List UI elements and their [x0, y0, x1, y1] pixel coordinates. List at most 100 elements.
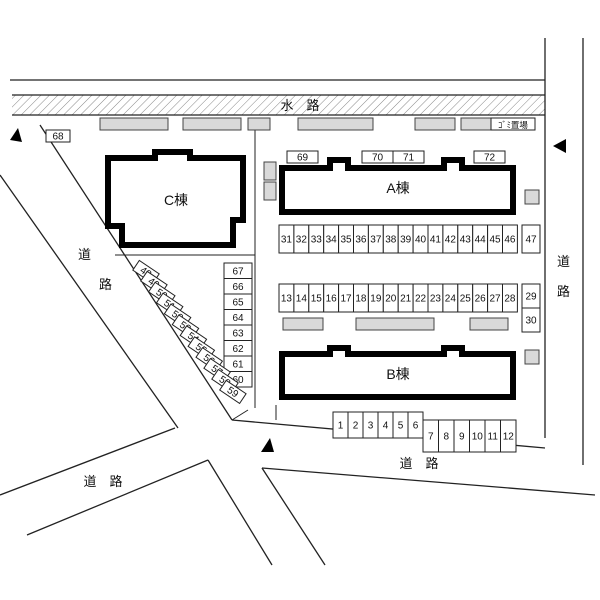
parking-spot-label: 35 — [340, 235, 352, 246]
parking-spot-38: 38 — [382, 224, 399, 254]
road-right-char1: 道 — [557, 254, 570, 269]
parking-spot-67: 67 — [223, 262, 253, 279]
parking-spot-label: 2 — [353, 421, 359, 432]
parking-spot-label: 5 — [398, 421, 404, 432]
parking-spot-63: 63 — [223, 324, 253, 341]
parking-spot-label: 33 — [311, 235, 323, 246]
parking-spot-label: 10 — [472, 432, 484, 443]
parking-spot-12: 12 — [500, 419, 517, 453]
parking-spot-14: 14 — [293, 283, 310, 313]
parking-spot-40: 40 — [412, 224, 429, 254]
parking-spot-11: 11 — [484, 419, 501, 453]
parking-spot-label: 9 — [459, 432, 465, 443]
parking-spot-label: 32 — [296, 235, 308, 246]
parking-spot-label: 67 — [232, 266, 244, 277]
parking-spot-label: 8 — [443, 432, 449, 443]
parking-spot-label: 3 — [368, 421, 374, 432]
parking-spot-24: 24 — [442, 283, 459, 313]
parking-spot-37: 37 — [367, 224, 384, 254]
parking-spot-label: 12 — [503, 432, 515, 443]
building-c-label: C棟 — [164, 192, 188, 208]
parking-spot-label: 30 — [525, 316, 537, 327]
waterway: 水 路 — [10, 79, 545, 116]
parking-spot-label: 46 — [504, 235, 516, 246]
triangle-marker-bottom — [261, 438, 274, 452]
waterway-label: 水 路 — [280, 98, 319, 113]
parking-spot-4: 4 — [377, 411, 394, 439]
parking-spot-label: 42 — [445, 235, 457, 246]
parking-spot-3: 3 — [362, 411, 379, 439]
parking-spot-label: 13 — [281, 294, 293, 305]
parking-spot-label: 70 — [372, 153, 384, 164]
parking-spot-41: 41 — [427, 224, 444, 254]
parking-spot-label: 21 — [400, 294, 412, 305]
parking-spot-45: 45 — [487, 224, 504, 254]
parking-spot-label: 25 — [460, 294, 472, 305]
parking-spot-30: 30 — [521, 307, 541, 333]
parking-spot-label: 62 — [232, 344, 244, 355]
parking-spot-label: 7 — [428, 432, 434, 443]
parking-spot-9: 9 — [453, 419, 470, 453]
parking-spot-62: 62 — [223, 340, 253, 357]
parking-spot-61: 61 — [223, 355, 253, 372]
parking-spot-36: 36 — [353, 224, 369, 254]
parking-spot-label: 27 — [489, 294, 501, 305]
parking-spot-label: 61 — [232, 359, 244, 370]
parking-spot-35: 35 — [338, 224, 355, 254]
parking-spot-label: 17 — [340, 294, 352, 305]
parking-spot-label: 11 — [488, 432, 499, 443]
parking-spot-5: 5 — [392, 411, 409, 439]
parking-spot-label: 19 — [370, 294, 382, 305]
parking-spot-label: 34 — [326, 235, 338, 246]
parking-spot-59: 59 — [219, 379, 247, 405]
building-a: A棟 — [279, 157, 516, 215]
parking-spot-27: 27 — [487, 283, 504, 313]
parking-spot-label: 6 — [413, 421, 419, 432]
parking-spot-label: 28 — [504, 294, 516, 305]
parking-spot-10: 10 — [469, 419, 486, 453]
parking-spot-label: 20 — [385, 294, 397, 305]
parking-spot-label: 39 — [400, 235, 412, 246]
parking-spot-label: 47 — [525, 235, 537, 246]
parking-spot-1: 1 — [332, 411, 349, 439]
parking-spot-label: 60 — [232, 375, 244, 386]
parking-spot-label: 40 — [415, 235, 427, 246]
parking-spot-17: 17 — [338, 283, 355, 313]
parking-spot-23: 23 — [427, 283, 444, 313]
parking-spot-29: 29 — [521, 283, 541, 309]
parking-spot-label: 15 — [311, 294, 323, 305]
parking-spot-43: 43 — [457, 224, 474, 254]
parking-spot-label: 43 — [460, 235, 472, 246]
building-a-label: A棟 — [386, 180, 409, 196]
parking-spot-label: 63 — [232, 328, 244, 339]
parking-spot-39: 39 — [397, 224, 414, 254]
parking-spot-7: 7 — [422, 419, 439, 453]
road-bottom-left-label: 道 路 — [83, 474, 122, 489]
parking-spot-label: 64 — [232, 313, 244, 324]
parking-spot-label: 1 — [338, 421, 344, 432]
road-right-char2: 路 — [557, 284, 570, 299]
parking-spot-20: 20 — [382, 283, 399, 313]
building-b-label: B棟 — [386, 366, 409, 382]
parking-spot-21: 21 — [397, 283, 414, 313]
road-bottom-label: 道 路 — [399, 456, 438, 471]
parking-spot-6: 6 — [407, 411, 424, 439]
road-left-char2: 路 — [99, 277, 112, 292]
road-left-char1: 道 — [78, 247, 91, 262]
gomi-label: ｺﾞﾐ置場 — [498, 120, 528, 130]
triangle-marker-right — [553, 139, 566, 153]
parking-spot-16: 16 — [323, 283, 340, 313]
road-labels: 道 路 道 路 道 路 道 路 — [78, 247, 570, 489]
parking-spot-19: 19 — [367, 283, 384, 313]
parking-spot-label: 24 — [445, 294, 457, 305]
parking-spot-64: 64 — [223, 309, 253, 326]
parking-spot-label: 14 — [296, 294, 308, 305]
road-lines — [0, 38, 596, 566]
parking-spot-65: 65 — [223, 293, 253, 310]
parking-spot-26: 26 — [472, 283, 489, 313]
parking-spot-68: 68 — [45, 129, 71, 143]
parking-spot-33: 33 — [308, 224, 325, 254]
